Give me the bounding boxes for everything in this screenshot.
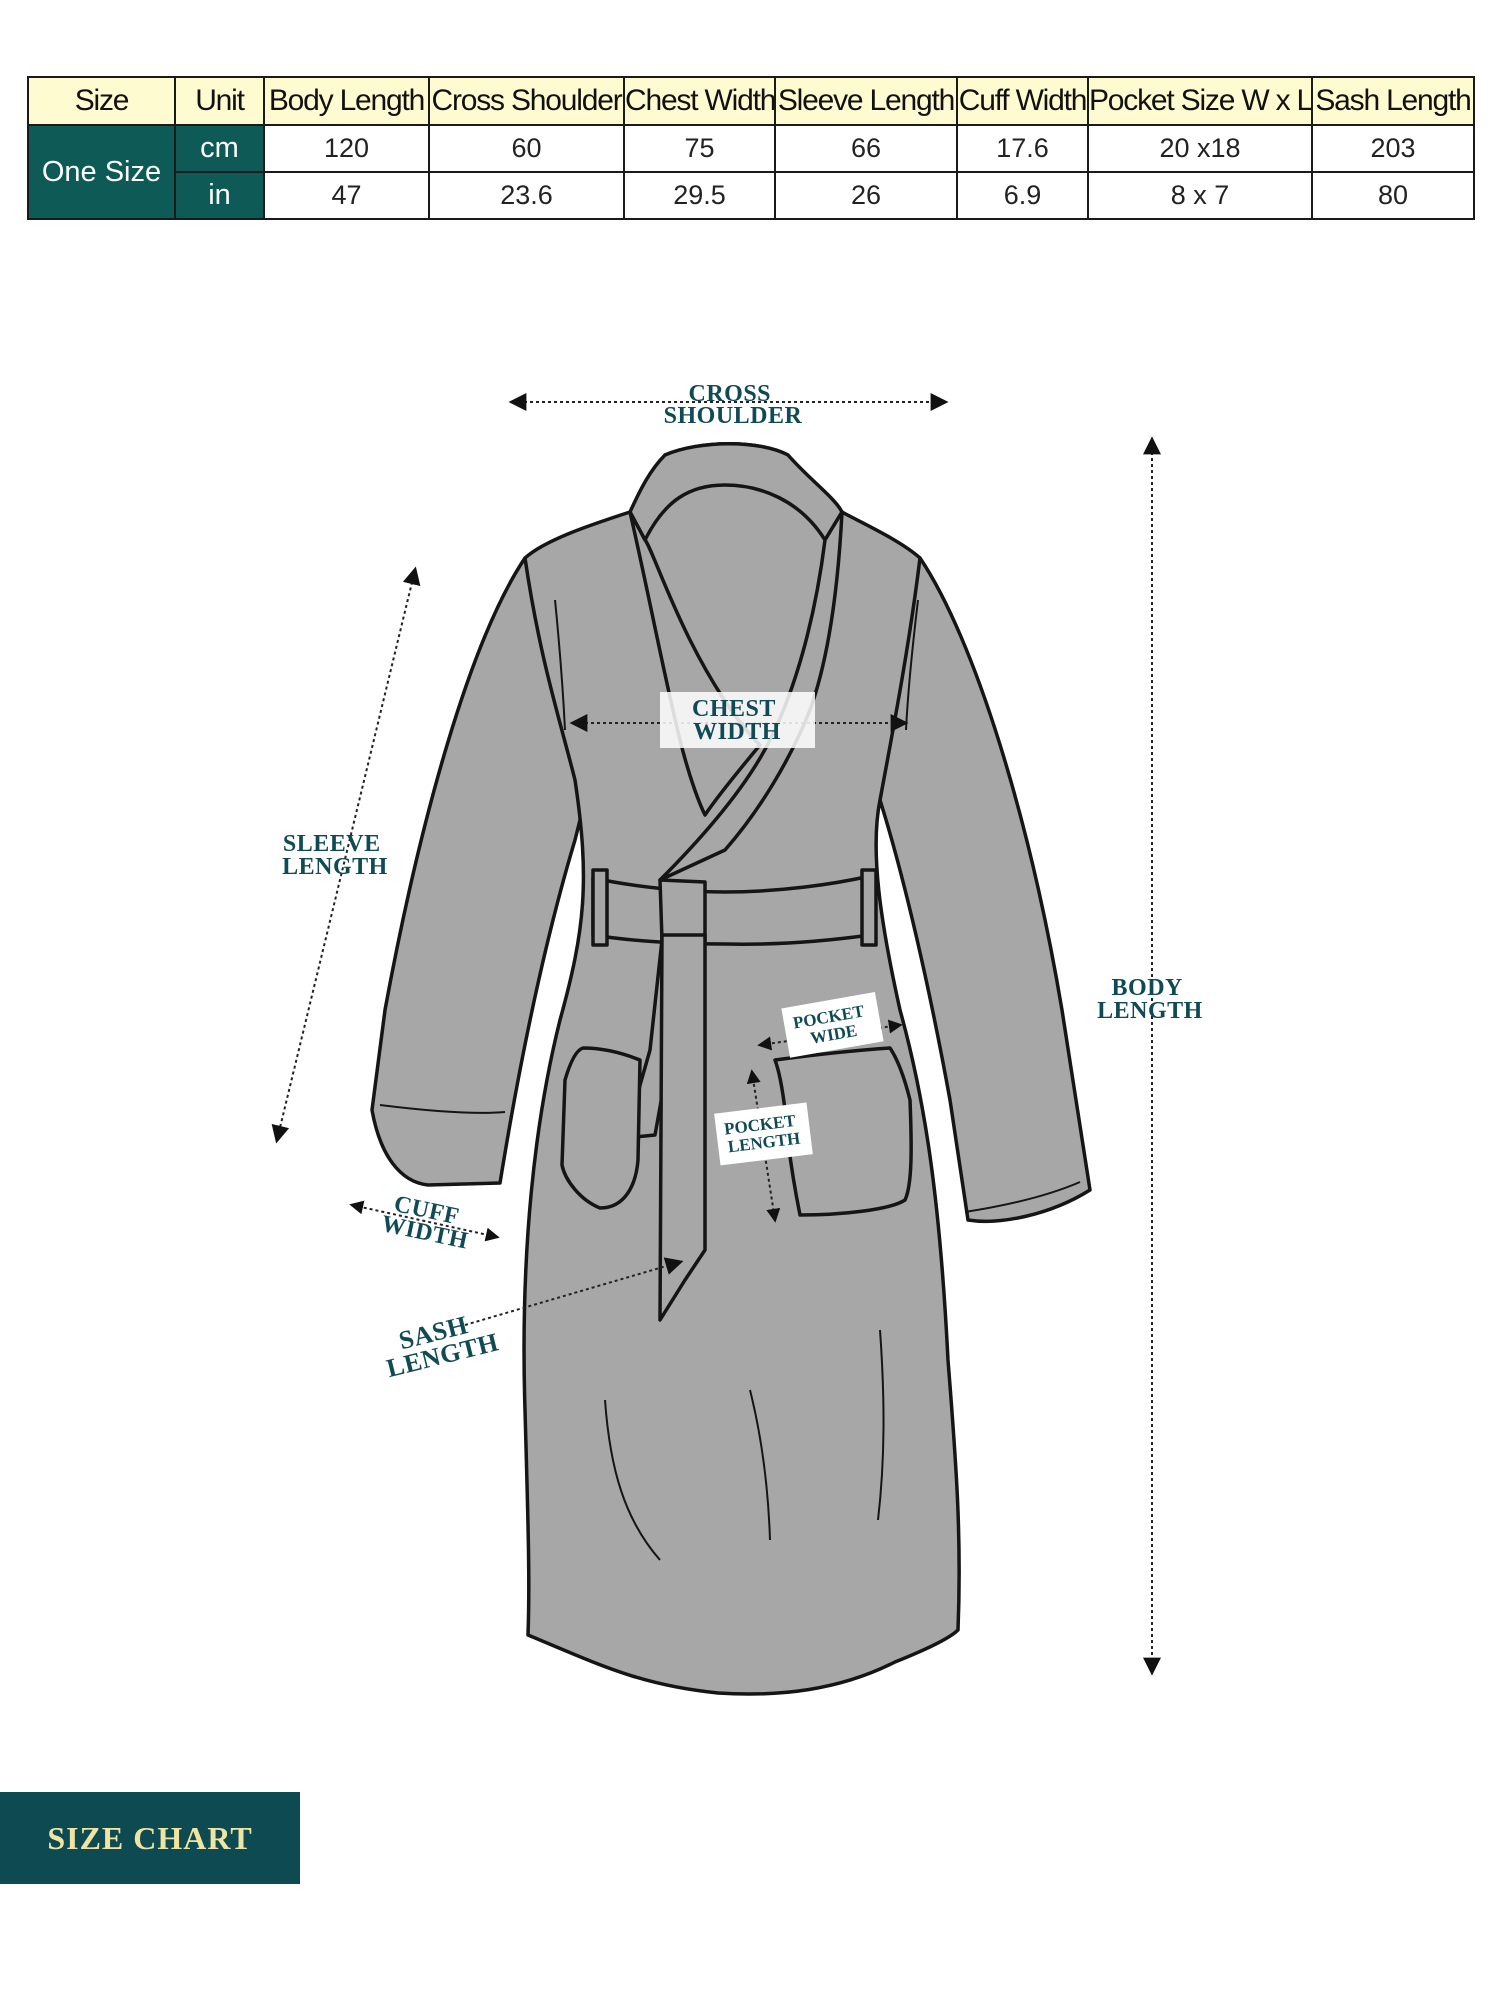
pocket-length-label-bg <box>714 1102 813 1166</box>
body-length-label-line1: BODY <box>1112 975 1183 1001</box>
belt-knot <box>658 878 707 942</box>
robe-body <box>522 442 961 1696</box>
header-chest-width: Chest Width <box>623 76 776 126</box>
belt-loop-left <box>591 868 609 947</box>
size-chart-banner: SIZE CHART <box>0 1792 300 1884</box>
right-sleeve <box>878 556 1092 1223</box>
cross-shoulder-label: CROSS SHOULDER <box>664 381 803 429</box>
body-length-label-line2: LENGTH <box>1097 998 1203 1024</box>
cuff-width-arrow <box>349 1200 500 1242</box>
cell-cross-shoulder-cm: 60 <box>428 124 625 173</box>
sash-end-main <box>658 933 707 1322</box>
cell-body-length-cm: 120 <box>263 124 430 173</box>
chest-width-label-line1: CHEST <box>692 696 775 722</box>
size-chart-title: SIZE CHART <box>47 1819 253 1856</box>
cell-cuff-width-cm: 17.6 <box>956 124 1089 173</box>
cell-cross-shoulder-in: 23.6 <box>428 171 625 220</box>
body-length-label: BODY LENGTH <box>1097 975 1203 1024</box>
cross-shoulder-label-line2: SHOULDER <box>664 403 803 429</box>
sleeve-length-label-line1: SLEEVE <box>283 831 381 857</box>
sash-length-label: SASH LENGTH <box>378 1304 502 1383</box>
header-cuff-width: Cuff Width <box>956 76 1089 126</box>
header-body-length: Body Length <box>263 76 430 126</box>
table-row-in: in 47 23.6 29.5 26 6.9 8 x 7 80 <box>28 171 1475 220</box>
cell-chest-width-cm: 75 <box>623 124 776 173</box>
cell-chest-width-in: 29.5 <box>623 171 776 220</box>
cell-pocket-size-in: 8 x 7 <box>1087 171 1313 220</box>
cell-cuff-width-in: 6.9 <box>956 171 1089 220</box>
sleeve-length-label: SLEEVE LENGTH <box>282 831 388 880</box>
fold-line <box>604 1399 661 1561</box>
chest-width-label: CHEST WIDTH <box>692 696 782 745</box>
cross-shoulder-label-line1: CROSS <box>688 381 771 407</box>
cuff-width-label: CUFF WIDTH <box>379 1189 475 1254</box>
header-size: Size <box>27 76 176 126</box>
cell-sash-length-cm: 203 <box>1311 124 1475 173</box>
header-sleeve-length: Sleeve Length <box>774 76 958 126</box>
right-cuff-line <box>964 1181 1081 1213</box>
sash-length-arrow <box>464 1257 684 1326</box>
left-sleeve <box>370 556 592 1187</box>
table-row-cm: One Size cm 120 60 75 66 17.6 20 x18 203 <box>27 124 1475 220</box>
cell-sash-length-in: 80 <box>1311 171 1475 220</box>
header-cross-shoulder: Cross Shoulder <box>428 76 625 126</box>
pocket-left <box>560 1046 642 1210</box>
unit-cell-cm: cm <box>174 124 265 173</box>
sleeve-length-label-line2: LENGTH <box>282 854 388 880</box>
size-cell: One Size <box>27 124 176 220</box>
robe-illustration <box>370 442 1092 1696</box>
sleeve-length-arrow <box>271 566 421 1144</box>
fold-line <box>554 599 566 731</box>
unit-cell-in: in <box>174 171 265 220</box>
cell-sleeve-length-in: 26 <box>774 171 958 220</box>
table-header-row: Size Unit Body Length Cross Shoulder Che… <box>27 76 1475 126</box>
cell-sleeve-length-cm: 66 <box>774 124 958 173</box>
header-sash-length: Sash Length <box>1311 76 1475 126</box>
header-unit: Unit <box>174 76 265 126</box>
chest-width-label-bg <box>660 692 815 748</box>
pocket-wide-label-bg <box>781 992 884 1058</box>
belt-loop-right <box>860 868 878 947</box>
cell-body-length-in: 47 <box>263 171 430 220</box>
pocket-length-label: POCKET LENGTH <box>723 1111 803 1157</box>
size-table: Size Unit Body Length Cross Shoulder Che… <box>27 76 1475 220</box>
header-pocket-size: Pocket Size W x L <box>1087 76 1313 126</box>
cell-pocket-size-cm: 20 x18 <box>1087 124 1313 173</box>
fold-line <box>877 1329 885 1521</box>
fold-line <box>749 1389 771 1541</box>
chest-width-label-line2: WIDTH <box>693 719 781 745</box>
